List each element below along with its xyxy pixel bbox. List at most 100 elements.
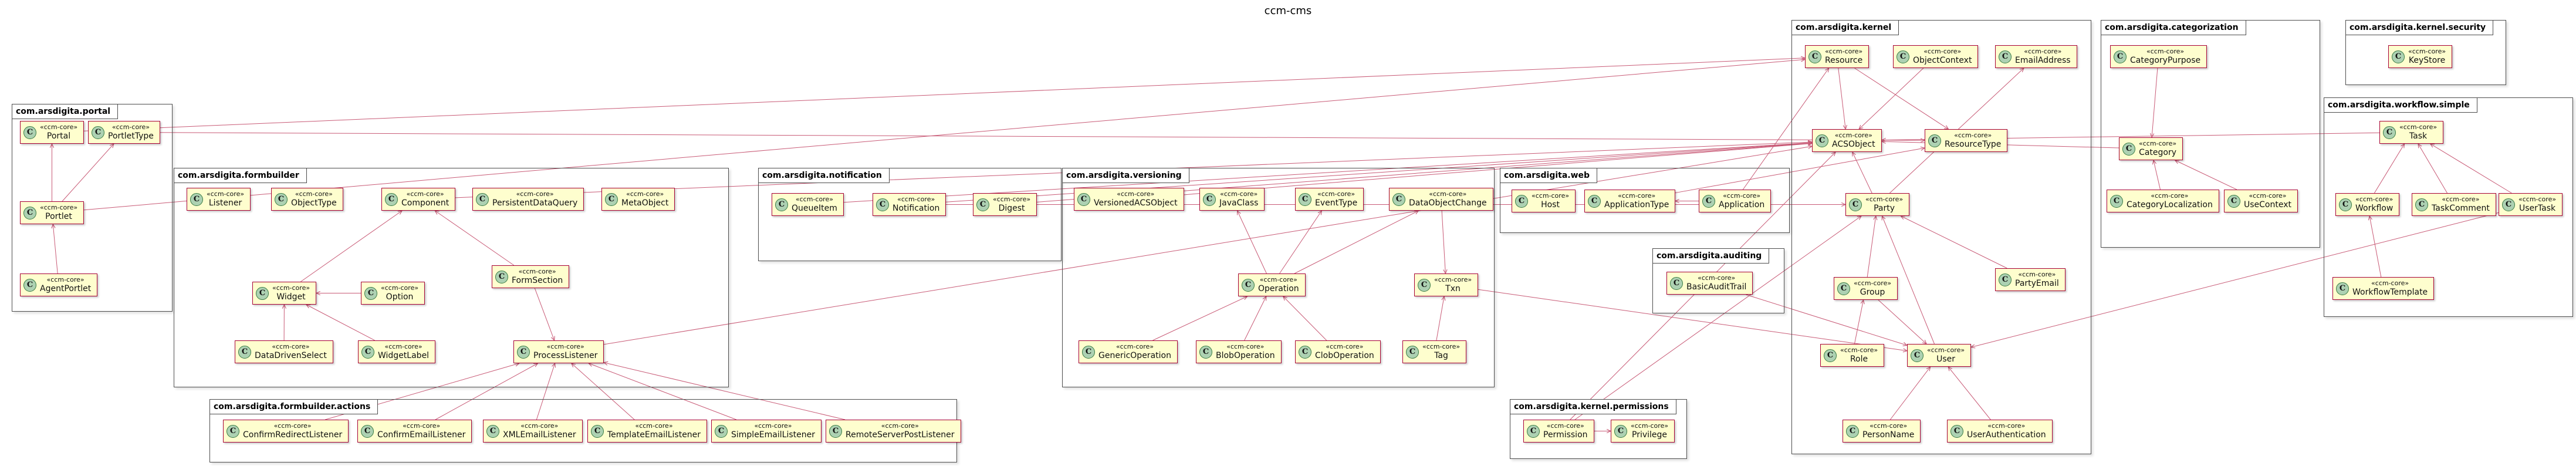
- class-name: SimpleEmailListener: [731, 430, 815, 440]
- circle-c-icon: C: [1515, 194, 1528, 208]
- class-stereotype: «ccm-core»: [1987, 422, 2026, 430]
- class-stereotype: «ccm-core»: [2139, 140, 2177, 147]
- class-stereotype: «ccm-core»: [1220, 190, 1258, 198]
- circle-c-icon: C: [517, 345, 530, 359]
- class-EmailAddress: C«ccm-core»EmailAddress: [1995, 45, 2077, 69]
- class-name: Widget: [276, 292, 306, 302]
- class-name: Digest: [998, 203, 1025, 213]
- class-stereotype: «ccm-core»: [1422, 343, 1461, 350]
- circle-c-icon: C: [476, 193, 489, 206]
- class-Permission: C«ccm-core»Permission: [1523, 420, 1594, 443]
- class-SimpleEmailListener: C«ccm-core»SimpleEmailListener: [711, 420, 822, 443]
- circle-c-icon: C: [1406, 345, 1419, 359]
- class-PersonName: C«ccm-core»PersonName: [1843, 420, 1921, 443]
- diagram-title: ccm-cms: [1264, 5, 1312, 17]
- circle-c-icon: C: [23, 206, 36, 220]
- class-name: VersionedACSObject: [1094, 198, 1178, 208]
- circle-c-icon: C: [1299, 193, 1311, 206]
- circle-c-icon: C: [1896, 50, 1909, 63]
- class-name: UserTask: [2518, 203, 2556, 213]
- circle-c-icon: C: [1816, 134, 1828, 147]
- circle-c-icon: C: [1999, 50, 2012, 63]
- class-stereotype: «ccm-core»: [1618, 192, 1656, 200]
- class-name: Operation: [1258, 283, 1299, 293]
- class-stereotype: «ccm-core»: [1840, 346, 1878, 354]
- circle-c-icon: C: [23, 278, 36, 292]
- circle-c-icon: C: [1077, 193, 1090, 206]
- class-PartyEmail: C«ccm-core»PartyEmail: [1995, 268, 2065, 292]
- class-RemoteServerPostListener: C«ccm-core»RemoteServerPostListener: [826, 420, 961, 443]
- circle-c-icon: C: [1670, 276, 1683, 290]
- class-stereotype: «ccm-core»: [2399, 123, 2438, 131]
- class-ResourceType: C«ccm-core»ResourceType: [1925, 129, 2008, 153]
- class-name: XMLEmailListener: [503, 430, 576, 440]
- class-Option: C«ccm-core»Option: [361, 282, 425, 305]
- circle-c-icon: C: [1928, 134, 1941, 147]
- class-Party: C«ccm-core»Party: [1845, 193, 1910, 217]
- package-label: com.arsdigita.kernel: [1791, 20, 1899, 35]
- class-stereotype: «ccm-core»: [546, 343, 584, 350]
- class-stereotype: «ccm-core»: [272, 343, 310, 350]
- package-web: com.arsdigita.web: [1500, 168, 1790, 233]
- package-versioning: com.arsdigita.versioning: [1062, 168, 1495, 387]
- class-name: EventType: [1315, 198, 1358, 208]
- class-stereotype: «ccm-core»: [1429, 190, 1467, 198]
- class-name: Application: [1719, 200, 1765, 210]
- class-name: WorkflowTemplate: [2352, 287, 2428, 297]
- circle-c-icon: C: [1837, 282, 1850, 295]
- class-stereotype: «ccm-core»: [1117, 190, 1155, 198]
- class-stereotype: «ccm-core»: [2355, 195, 2394, 203]
- class-stereotype: «ccm-core»: [1854, 279, 1892, 287]
- class-stereotype: «ccm-core»: [403, 422, 441, 430]
- class-stereotype: «ccm-core»: [381, 284, 419, 292]
- class-name: GenericOperation: [1098, 350, 1171, 360]
- class-ProcessListener: C«ccm-core»ProcessListener: [513, 340, 604, 364]
- class-stereotype: «ccm-core»: [635, 422, 673, 430]
- package-kernel-permissions: com.arsdigita.kernel.permissions: [1510, 399, 1687, 459]
- class-stereotype: «ccm-core»: [1226, 343, 1265, 350]
- circle-c-icon: C: [2383, 126, 2396, 139]
- circle-c-icon: C: [23, 126, 36, 139]
- class-stereotype: «ccm-core»: [1115, 343, 1154, 350]
- circle-c-icon: C: [1808, 50, 1821, 63]
- circle-c-icon: C: [1614, 424, 1627, 438]
- class-name: Role: [1850, 354, 1868, 364]
- class-PersistentDataQuery: C«ccm-core»PersistentDataQuery: [472, 188, 584, 211]
- circle-c-icon: C: [715, 424, 728, 438]
- class-stereotype: «ccm-core»: [881, 422, 919, 430]
- circle-c-icon: C: [2336, 282, 2349, 295]
- class-TemplateEmailListener: C«ccm-core»TemplateEmailListener: [587, 420, 708, 443]
- class-name: Tag: [1434, 350, 1448, 360]
- class-stereotype: «ccm-core»: [2018, 271, 2056, 278]
- circle-c-icon: C: [1392, 193, 1405, 206]
- class-name: Component: [401, 198, 449, 208]
- package-label: com.arsdigita.formbuilder.actions: [209, 399, 378, 414]
- class-BasicAuditTrail: C«ccm-core»BasicAuditTrail: [1666, 272, 1753, 295]
- class-stereotype: «ccm-core»: [897, 195, 935, 203]
- class-stereotype: «ccm-core»: [2249, 192, 2287, 200]
- class-name: ObjectType: [291, 198, 337, 208]
- package-label: com.arsdigita.portal: [12, 104, 119, 119]
- class-JavaClass: C«ccm-core»JavaClass: [1199, 188, 1265, 211]
- class-name: Resource: [1825, 55, 1863, 65]
- class-UserTask: C«ccm-core»UserTask: [2499, 193, 2563, 217]
- class-ConfirmRedirectListener: C«ccm-core»ConfirmRedirectListener: [223, 420, 349, 443]
- class-Role: C«ccm-core»Role: [1820, 344, 1885, 367]
- package-label: com.arsdigita.notification: [758, 168, 890, 183]
- package-workflow-simple: com.arsdigita.workflow.simple: [2324, 97, 2573, 317]
- circle-c-icon: C: [486, 424, 499, 438]
- circle-c-icon: C: [1846, 424, 1859, 438]
- class-TaskComment: C«ccm-core»TaskComment: [2412, 193, 2496, 217]
- class-name: UserAuthentication: [1967, 430, 2046, 440]
- class-stereotype: «ccm-core»: [1834, 131, 1872, 139]
- class-stereotype: «ccm-core»: [111, 123, 150, 131]
- class-name: User: [1936, 354, 1955, 364]
- class-stereotype: «ccm-core»: [2024, 48, 2062, 55]
- circle-c-icon: C: [775, 198, 788, 211]
- class-stereotype: «ccm-core»: [273, 422, 312, 430]
- package-formbuilder-actions: com.arsdigita.formbuilder.actions: [209, 399, 957, 462]
- circle-c-icon: C: [92, 126, 104, 139]
- class-name: Permission: [1543, 430, 1588, 440]
- circle-c-icon: C: [2339, 198, 2352, 211]
